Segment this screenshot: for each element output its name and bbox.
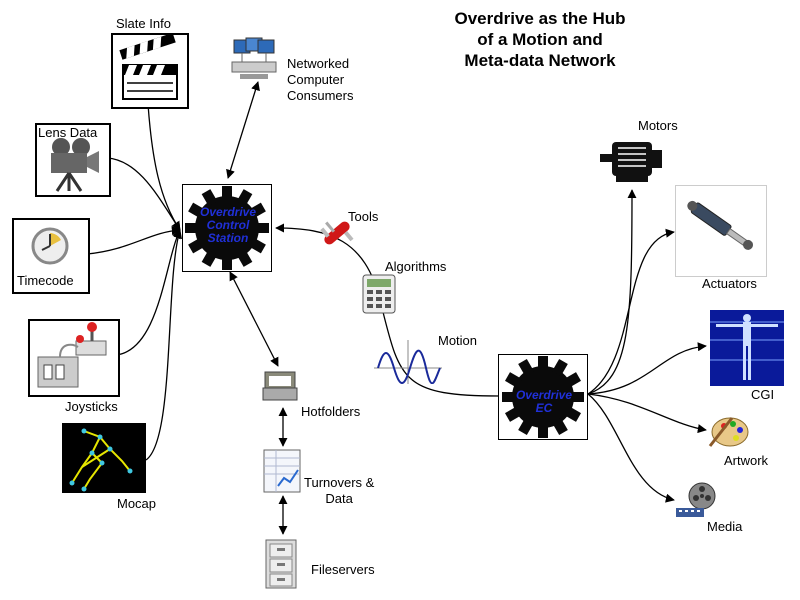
joysticks-box: [28, 319, 120, 397]
swiss-knife-icon: [320, 221, 354, 245]
motors-connector: [587, 189, 637, 395]
motors-label: Motors: [638, 118, 678, 133]
fileservers-label: Fileservers: [311, 562, 375, 577]
title-line: Meta-data Network: [464, 51, 616, 70]
control-station-label: Overdrive Control Station: [182, 206, 274, 245]
timecode-box: [12, 218, 90, 294]
slate-info-label: Slate Info: [116, 16, 171, 31]
actuator-icon: [687, 200, 754, 250]
slate-connector: [147, 103, 181, 231]
lens-data-label: Lens Data: [38, 125, 98, 140]
artwork-connector: [587, 393, 707, 434]
cgi-box: [710, 310, 784, 386]
network-label-line: Networked: [287, 56, 350, 71]
ec-label-line: Overdrive: [515, 388, 573, 402]
diagram-title: Overdrive as the Hub of a Motion and Met…: [400, 8, 680, 71]
network-connector: [226, 81, 260, 179]
network-label-line: Computer: [287, 72, 345, 87]
ec-hub: [498, 354, 588, 440]
title-line: Overdrive as the Hub: [454, 9, 626, 28]
mocap-box: [62, 423, 146, 493]
joysticks-label: Joysticks: [65, 399, 118, 414]
ec-label-line: EC: [535, 401, 553, 415]
cgi-figure-icon: [710, 314, 784, 380]
artwork-label: Artwork: [724, 453, 769, 468]
motor-icon: [600, 142, 662, 182]
timecode-connector: [86, 226, 181, 255]
network-label-line: Consumers: [287, 88, 354, 103]
control-station-hub: [182, 184, 272, 272]
gear-icon: [502, 356, 584, 438]
ec-label: Overdrive EC: [498, 389, 590, 415]
control-station-label-line: Station: [207, 231, 249, 245]
turnovers-label: Turnovers & Data: [304, 475, 374, 507]
hotfolders-connector: [229, 271, 279, 367]
mocap-label: Mocap: [117, 496, 157, 511]
clapperboard-icon: [119, 32, 178, 100]
title-line: of a Motion and: [477, 30, 603, 49]
networked-computers-icon: [231, 37, 277, 79]
slate-info-box: [111, 32, 189, 109]
algorithms-label: Algorithms: [385, 259, 447, 274]
lens-data-box: [35, 123, 111, 197]
actuators-connector: [587, 228, 675, 395]
hotfolders-label: Hotfolders: [301, 404, 361, 419]
motion-label: Motion: [438, 333, 478, 348]
actuators-label: Actuators: [702, 276, 757, 291]
film-reel-icon: [676, 482, 716, 517]
waveform-icon: [374, 340, 442, 384]
lens-connector: [106, 157, 181, 231]
palette-icon: [708, 417, 749, 447]
joystick-connector: [115, 229, 181, 356]
spreadsheet-icon: [263, 449, 301, 493]
file-cabinet-icon: [265, 539, 297, 589]
cgi-label: CGI: [751, 387, 775, 402]
folder-tray-icon: [262, 371, 298, 401]
timecode-label: Timecode: [17, 273, 74, 288]
mocap-connector: [145, 229, 183, 461]
turnovers-label-line: Turnovers &: [304, 475, 375, 490]
control-station-label-line: Overdrive: [199, 205, 257, 219]
calculator-icon: [362, 274, 396, 314]
tools-label: Tools: [348, 209, 379, 224]
control-station-label-line: Control: [206, 218, 250, 232]
turnovers-label-line: Data: [325, 491, 353, 506]
joystick-icon: [37, 322, 107, 388]
gear-icon: [185, 186, 269, 270]
network-label: Networked Computer Consumers: [287, 56, 353, 104]
camera-icon: [51, 138, 99, 192]
mocap-skeleton-icon: [69, 428, 133, 492]
clock-icon: [31, 227, 69, 265]
media-label: Media: [707, 519, 743, 534]
media-connector: [587, 393, 675, 503]
cgi-connector: [587, 342, 707, 395]
actuators-box: [675, 185, 767, 277]
